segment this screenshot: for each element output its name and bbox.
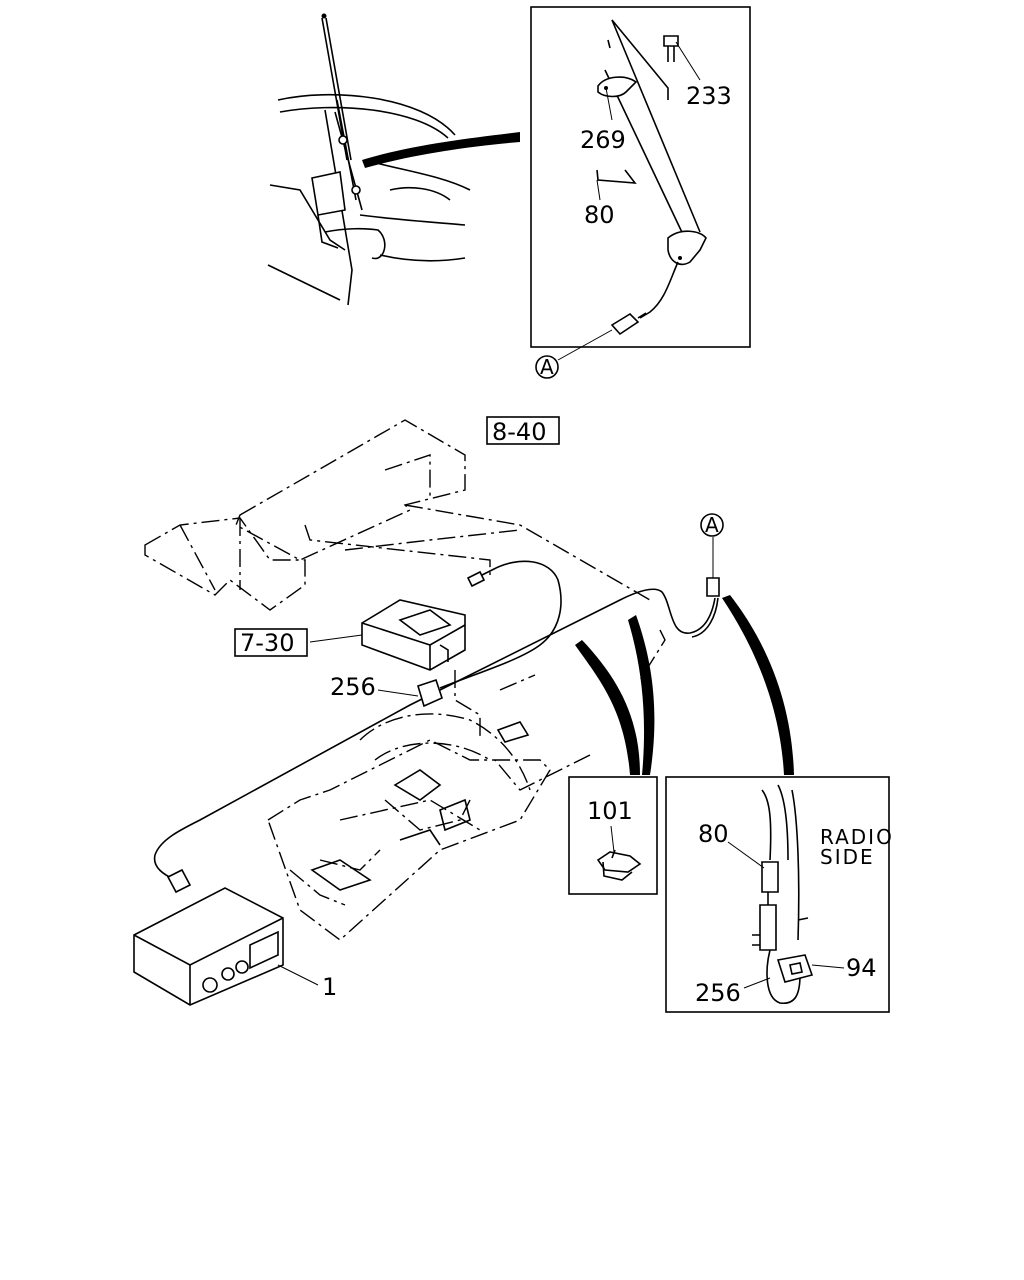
- ref-box-7-30: [234, 628, 308, 657]
- circle-a-top: [535, 355, 559, 379]
- callout-233: 233: [686, 82, 732, 110]
- callout-80-inset: 80: [698, 820, 729, 848]
- radio-side-label-line2: SIDE: [820, 845, 875, 869]
- ref-box-8-40: [486, 416, 560, 445]
- callout-269: 269: [580, 126, 626, 154]
- circle-a-mid: [700, 513, 724, 537]
- callout-101: 101: [587, 797, 633, 825]
- instrument-panel-routing: [133, 419, 794, 1006]
- ref-8-40: 8-40: [492, 418, 546, 446]
- clip-inset: [568, 776, 658, 895]
- callout-80-top: 80: [584, 201, 615, 229]
- callout-256-main: 256: [330, 673, 376, 701]
- circle-a-top-label: A: [540, 355, 554, 379]
- callout-1: 1: [322, 973, 337, 1001]
- ref-7-30: 7-30: [240, 629, 294, 657]
- radio-side-label-line1: RADIO: [820, 825, 894, 849]
- circle-a-mid-label: A: [705, 513, 719, 537]
- antenna-detail-inset: [530, 6, 751, 361]
- callout-94: 94: [846, 954, 877, 982]
- callout-256-inset: 256: [695, 979, 741, 1007]
- vehicle-pillar-view: [267, 13, 520, 306]
- radio-side-inset: [665, 776, 890, 1013]
